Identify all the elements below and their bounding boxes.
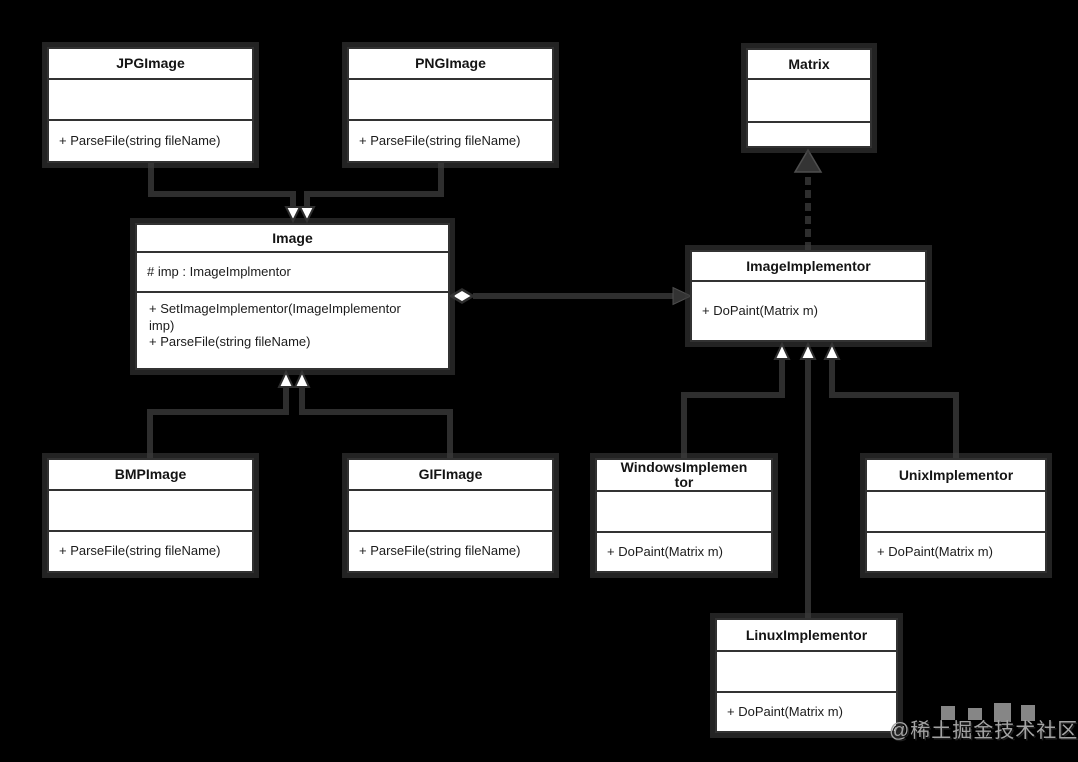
method-item: + ParseFile(string fileName) bbox=[359, 543, 521, 559]
methods-section: + DoPaint(Matrix m) bbox=[717, 693, 896, 731]
generalization-arrowhead-icon bbox=[277, 369, 295, 388]
generalization-arrowhead-icon bbox=[823, 341, 841, 360]
attributes-section bbox=[867, 492, 1045, 533]
class-box-image: Image # imp : ImageImplmentor + SetImage… bbox=[135, 223, 450, 370]
connector-bmpimage-image bbox=[147, 385, 289, 458]
generalization-arrowhead-icon bbox=[293, 369, 311, 388]
association-arrowhead-icon bbox=[672, 286, 693, 306]
watermark-glyph-fragment bbox=[968, 708, 982, 720]
class-box-linuximplementor: LinuxImplementor + DoPaint(Matrix m) bbox=[715, 618, 898, 733]
connector-pngimage-image bbox=[304, 161, 444, 208]
class-title: GIFImage bbox=[349, 460, 552, 491]
class-title: UnixImplementor bbox=[867, 460, 1045, 492]
method-item: + DoPaint(Matrix m) bbox=[727, 703, 843, 719]
methods-section: + SetImageImplementor(ImageImplementor i… bbox=[137, 293, 448, 368]
class-title: Matrix bbox=[748, 50, 870, 80]
class-box-bmpimage: BMPImage + ParseFile(string fileName) bbox=[47, 458, 254, 573]
methods-section: + DoPaint(Matrix m) bbox=[597, 533, 771, 571]
attributes-section bbox=[597, 492, 771, 533]
aggregation-diamond-icon bbox=[448, 288, 476, 304]
class-box-uniximplementor: UnixImplementor + DoPaint(Matrix m) bbox=[865, 458, 1047, 573]
generalization-arrowhead-icon bbox=[298, 206, 316, 224]
generalization-arrowhead-icon bbox=[799, 341, 817, 360]
watermark-glyph-fragment bbox=[1021, 705, 1035, 721]
class-title: WindowsImplementor bbox=[597, 460, 771, 492]
connector-uniximplementor-imageimplementor bbox=[829, 357, 959, 458]
class-title-text: WindowsImplementor bbox=[620, 459, 748, 490]
methods-section: + ParseFile(string fileName) bbox=[49, 121, 252, 161]
class-box-jpgimage: JPGImage + ParseFile(string fileName) bbox=[47, 47, 254, 163]
attributes-section bbox=[49, 491, 252, 532]
attributes-section bbox=[748, 80, 870, 123]
attributes-section bbox=[49, 80, 252, 121]
method-item: + DoPaint(Matrix m) bbox=[702, 302, 818, 318]
generalization-arrowhead-icon bbox=[284, 206, 302, 224]
attributes-section bbox=[349, 491, 552, 532]
method-item: imp) bbox=[149, 317, 175, 333]
method-item: + ParseFile(string fileName) bbox=[359, 132, 521, 148]
methods-section: + DoPaint(Matrix m) bbox=[867, 533, 1045, 571]
connector-windowsimplementor-imageimplementor bbox=[681, 357, 785, 458]
generalization-arrowhead-icon bbox=[773, 341, 791, 360]
method-item: + DoPaint(Matrix m) bbox=[607, 543, 723, 559]
class-title: Image bbox=[137, 225, 448, 253]
watermark-glyph-fragment bbox=[941, 706, 955, 720]
class-title: BMPImage bbox=[49, 460, 252, 491]
methods-section: + ParseFile(string fileName) bbox=[349, 532, 552, 571]
method-item: + DoPaint(Matrix m) bbox=[877, 543, 993, 559]
class-title: ImageImplementor bbox=[692, 252, 925, 282]
class-title: PNGImage bbox=[349, 49, 552, 80]
class-box-imageimplementor: ImageImplementor + DoPaint(Matrix m) bbox=[690, 250, 927, 342]
methods-section: + DoPaint(Matrix m) bbox=[692, 282, 925, 340]
attribute-item: # imp : ImageImplmentor bbox=[147, 263, 291, 279]
class-title: JPGImage bbox=[49, 49, 252, 80]
class-title: LinuxImplementor bbox=[717, 620, 896, 652]
methods-section bbox=[748, 123, 870, 146]
class-box-windowsimplementor: WindowsImplementor + DoPaint(Matrix m) bbox=[595, 458, 773, 573]
connector-gifimage-image bbox=[299, 385, 453, 458]
class-box-matrix: Matrix bbox=[746, 48, 872, 148]
class-box-pngimage: PNGImage + ParseFile(string fileName) bbox=[347, 47, 554, 163]
methods-section: + ParseFile(string fileName) bbox=[349, 121, 552, 161]
method-item: + ParseFile(string fileName) bbox=[59, 132, 221, 148]
method-item: + SetImageImplementor(ImageImplementor bbox=[149, 301, 401, 316]
watermark-glyph-fragment bbox=[994, 703, 1011, 722]
watermark-text: @稀土掘金技术社区 bbox=[889, 720, 1078, 742]
methods-section: + ParseFile(string fileName) bbox=[49, 532, 252, 571]
method-item: + ParseFile(string fileName) bbox=[149, 334, 311, 349]
attributes-section bbox=[349, 80, 552, 121]
connector-jpgimage-image bbox=[148, 161, 296, 208]
attributes-section bbox=[717, 652, 896, 693]
attributes-section: # imp : ImageImplmentor bbox=[137, 253, 448, 293]
method-item: + ParseFile(string fileName) bbox=[59, 543, 221, 559]
dependency-arrowhead-icon bbox=[793, 148, 823, 173]
class-box-gifimage: GIFImage + ParseFile(string fileName) bbox=[347, 458, 554, 573]
